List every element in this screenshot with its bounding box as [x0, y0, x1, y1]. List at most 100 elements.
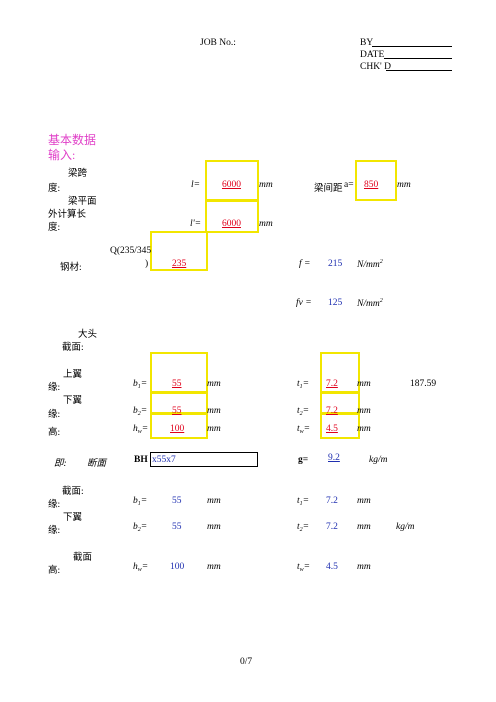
span-value[interactable]: 6000 — [222, 180, 241, 190]
height2-h-unit: mm — [207, 562, 221, 572]
span-label-2: 度: — [48, 184, 61, 194]
spacing-symbol: a= — [344, 180, 354, 190]
oop-label-3: 度: — [48, 223, 61, 233]
section-prefix: 即: — [54, 459, 67, 469]
steel-value[interactable]: 235 — [172, 259, 187, 269]
fv-unit: N/mm2 — [357, 298, 383, 309]
bottom-flange-t-value[interactable]: 7.2 — [326, 406, 338, 416]
big-end-label-1: 大头 — [78, 330, 98, 340]
web-height-unit: mm — [207, 424, 221, 434]
f-symbol: f = — [299, 259, 311, 269]
bottom-flange2-label-2: 缘: — [48, 526, 61, 536]
top-flange2-label: 缘: — [48, 500, 61, 510]
span-symbol: l= — [191, 180, 201, 190]
spacing-value[interactable]: 850 — [364, 180, 379, 190]
steel-grade-hint-2: ) — [145, 259, 149, 269]
oop-unit: mm — [259, 219, 273, 229]
by-line — [372, 46, 452, 47]
bottom-flange-b-value[interactable]: 55 — [172, 406, 182, 416]
top-flange2-b-symbol: b1= — [133, 496, 148, 507]
web-height-label: 高: — [48, 428, 61, 438]
section-bh-label: BH — [134, 455, 148, 465]
weight-value: 9.2 — [328, 453, 340, 463]
spacing-unit: mm — [397, 180, 411, 190]
steel-grade-hint-1: Q(235/345 — [110, 246, 152, 256]
section2-label: 截面: — [62, 487, 84, 497]
bottom-flange-b-unit: mm — [207, 406, 221, 416]
bottom-flange-label-2: 缘: — [48, 410, 61, 420]
web-thickness-symbol: tw= — [297, 424, 311, 435]
section-label: 断面 — [87, 459, 107, 469]
bottom-flange2-b-unit: mm — [207, 522, 221, 532]
web-height-symbol: hw= — [133, 424, 149, 435]
web-height-box[interactable] — [150, 413, 208, 439]
height2-t-value: 4.5 — [326, 562, 338, 572]
top-flange-b-unit: mm — [207, 379, 221, 389]
top-flange-b-symbol: b1= — [133, 379, 148, 390]
web-thickness-box[interactable] — [320, 413, 360, 439]
bottom-flange2-b-symbol: b2= — [133, 522, 148, 533]
weight-unit: kg/m — [369, 455, 388, 465]
top-flange-t-unit: mm — [357, 379, 371, 389]
top-flange2-t-value: 7.2 — [326, 496, 338, 506]
bottom-flange2-t-value: 7.2 — [326, 522, 338, 532]
steel-label: 钢材: — [60, 263, 82, 273]
bottom-flange-b-symbol: b2= — [133, 406, 148, 417]
web-height-value[interactable]: 100 — [170, 424, 185, 434]
steel-input-box[interactable] — [150, 231, 208, 271]
top-flange-t-symbol: t1= — [297, 379, 310, 390]
section-designation-field[interactable] — [150, 452, 258, 467]
bottom-flange2-extra-unit: kg/m — [396, 522, 415, 532]
weight-symbol: g= — [298, 455, 309, 465]
height2-label-2: 高: — [48, 566, 61, 576]
top-flange2-b-unit: mm — [207, 496, 221, 506]
height2-label-1: 截面 — [73, 553, 93, 563]
bottom-flange2-label-1: 下翼 — [63, 513, 83, 523]
oop-value[interactable]: 6000 — [222, 219, 241, 229]
oop-symbol: l'= — [190, 219, 202, 229]
job-number-label: JOB No.: — [200, 38, 236, 48]
top-flange-label-1: 上翼 — [63, 370, 83, 380]
web-thickness-value[interactable]: 4.5 — [326, 424, 338, 434]
spacing-input-box[interactable] — [355, 160, 397, 201]
oop-label-1: 梁平面 — [68, 197, 97, 207]
span-label-1: 梁跨 — [68, 169, 88, 179]
oop-label-2: 外计算长 — [48, 210, 87, 220]
checked-label: CHK' D — [360, 62, 392, 72]
bottom-flange2-t-symbol: t2= — [297, 522, 310, 533]
top-flange-t-value[interactable]: 7.2 — [326, 379, 338, 389]
height2-h-symbol: hw= — [133, 562, 149, 573]
by-label: BY — [360, 38, 374, 48]
top-flange-extra-value: 187.59 — [410, 379, 437, 389]
out-of-plane-input-box[interactable] — [205, 200, 259, 233]
top-flange-b-value[interactable]: 55 — [172, 379, 182, 389]
height2-t-symbol: tw= — [297, 562, 311, 573]
height2-t-unit: mm — [357, 562, 371, 572]
span-unit: mm — [259, 180, 273, 190]
web-thickness-unit: mm — [357, 424, 371, 434]
bottom-flange-label-1: 下翼 — [63, 396, 83, 406]
section-title-line2: 输入: — [48, 148, 76, 162]
spacing-label: 梁间距 — [314, 184, 343, 194]
top-flange2-b-value: 55 — [172, 496, 182, 506]
f-unit-exponent: 2 — [379, 259, 383, 265]
date-line — [384, 58, 452, 59]
top-flange2-t-unit: mm — [357, 496, 371, 506]
top-flange2-t-symbol: t1= — [297, 496, 310, 507]
top-flange-label-2: 缘: — [48, 383, 61, 393]
checked-line — [386, 70, 452, 71]
section-title-line1: 基本数据 — [48, 133, 97, 147]
bottom-flange-t-unit: mm — [357, 406, 371, 416]
section-designation-value: x55x7 — [152, 455, 176, 465]
fv-symbol: fv = — [296, 298, 312, 308]
date-label: DATE — [360, 50, 385, 60]
height2-h-value: 100 — [170, 562, 185, 572]
bottom-flange-t-symbol: t2= — [297, 406, 310, 417]
bottom-flange2-t-unit: mm — [357, 522, 371, 532]
fv-unit-exponent: 2 — [379, 298, 383, 304]
f-unit: N/mm2 — [357, 259, 383, 270]
fv-value: 125 — [328, 298, 343, 308]
bottom-flange2-b-value: 55 — [172, 522, 182, 532]
page-number: 0/7 — [240, 657, 253, 667]
big-end-label-2: 截面: — [62, 343, 84, 353]
